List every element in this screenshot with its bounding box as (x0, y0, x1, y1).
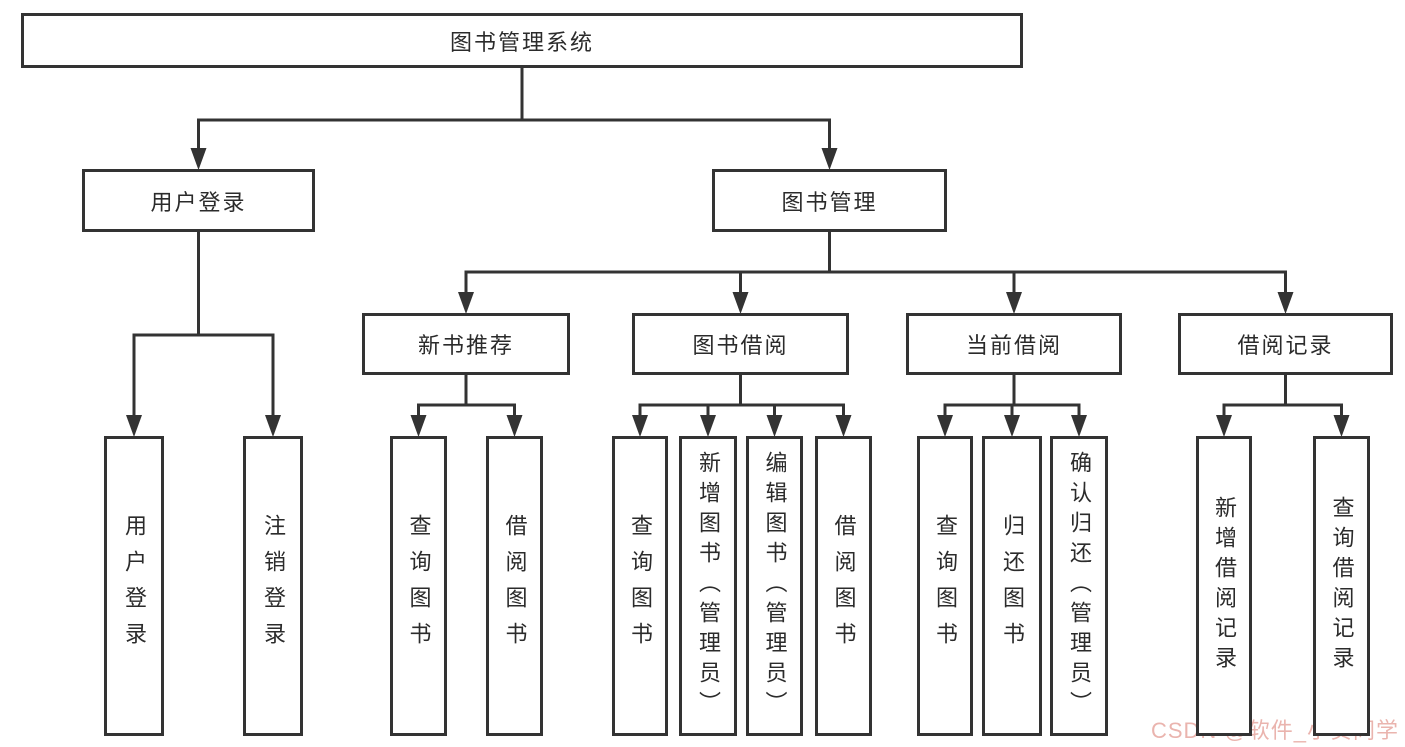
node-newrec-query: 查询图书 (390, 436, 447, 736)
node-label: 查询图书 (933, 514, 958, 658)
arrowhead-icon (1006, 292, 1022, 314)
node-label: 查询借阅记录 (1329, 496, 1355, 676)
arrowhead-icon (458, 292, 474, 314)
node-label: 借阅记录 (1237, 333, 1334, 358)
node-label: 新书推荐 (417, 333, 514, 358)
node-borrow-query: 查询图书 (612, 436, 668, 736)
node-records-query: 查询借阅记录 (1313, 436, 1370, 736)
arrowhead-icon (700, 415, 716, 437)
node-label: 当前借阅 (965, 333, 1062, 358)
node-label: 注销登录 (261, 514, 286, 658)
node-current: 当前借阅 (906, 313, 1122, 375)
node-label: 归还图书 (1000, 514, 1025, 658)
arrowhead-icon (821, 148, 838, 170)
node-label: 图书管理系统 (449, 29, 594, 55)
arrowhead-icon (1216, 415, 1232, 437)
node-label: 新增图书（管理员） (696, 451, 721, 721)
arrowhead-icon (1071, 415, 1087, 437)
node-label: 借阅图书 (502, 514, 528, 658)
node-current-return: 归还图书 (982, 436, 1042, 736)
node-records-add: 新增借阅记录 (1196, 436, 1252, 736)
node-label: 图书借阅 (692, 333, 789, 358)
node-label: 图书管理 (781, 189, 878, 215)
arrowhead-icon (835, 415, 852, 437)
node-borrow-borrow: 借阅图书 (815, 436, 872, 736)
node-label: 用户登录 (122, 514, 147, 658)
node-label: 用户登录 (150, 189, 247, 215)
arrowhead-icon (190, 148, 207, 170)
node-label: 确认归还（管理员） (1067, 451, 1092, 721)
arrowhead-icon (937, 415, 953, 437)
node-label: 查询图书 (628, 514, 653, 658)
node-login-user: 用户登录 (104, 436, 164, 736)
node-records: 借阅记录 (1178, 313, 1393, 375)
arrowhead-icon (632, 415, 648, 437)
node-label: 查询图书 (406, 514, 432, 658)
arrowhead-icon (1277, 292, 1294, 314)
node-login: 用户登录 (82, 169, 315, 232)
node-label: 编辑图书（管理员） (762, 451, 788, 721)
node-label: 新增借阅记录 (1212, 496, 1237, 676)
arrowhead-icon (1333, 415, 1350, 437)
node-mgmt: 图书管理 (712, 169, 947, 232)
node-newrec-borrow: 借阅图书 (486, 436, 543, 736)
arrowhead-icon (766, 415, 783, 437)
arrowhead-icon (265, 415, 281, 437)
arrowhead-icon (126, 415, 142, 437)
node-borrow-add: 新增图书（管理员） (679, 436, 737, 736)
node-newrec: 新书推荐 (362, 313, 570, 375)
node-current-confirm: 确认归还（管理员） (1050, 436, 1108, 736)
node-borrow: 图书借阅 (632, 313, 849, 375)
arrowhead-icon (732, 292, 749, 314)
arrowhead-icon (1004, 415, 1020, 437)
node-borrow-edit: 编辑图书（管理员） (746, 436, 803, 736)
arrowhead-icon (410, 415, 427, 437)
node-sys: 图书管理系统 (21, 13, 1023, 68)
node-current-query: 查询图书 (917, 436, 973, 736)
node-login-logout: 注销登录 (243, 436, 303, 736)
arrowhead-icon (506, 415, 523, 437)
node-label: 借阅图书 (831, 514, 857, 658)
